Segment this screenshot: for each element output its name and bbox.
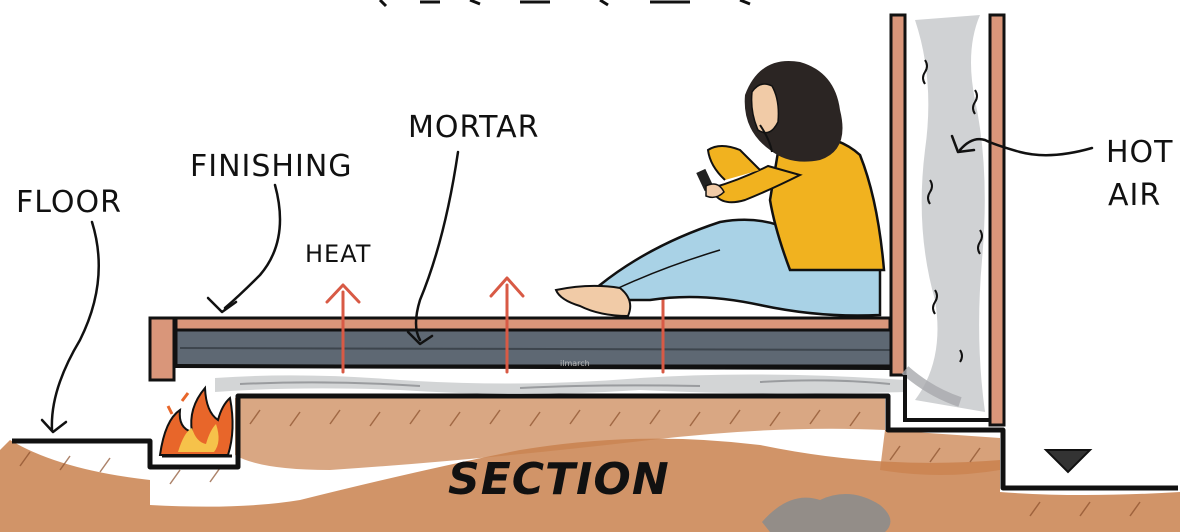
label-heat: HEAT (305, 240, 371, 268)
label-finishing: FINISHING (190, 149, 353, 184)
fire-icon (160, 388, 233, 456)
level-marker-icon (1046, 450, 1090, 472)
label-hot-air-line2: AIR (1108, 178, 1161, 213)
wall-chimney (891, 15, 1004, 425)
finishing-leader (225, 185, 280, 308)
label-mortar: MORTAR (408, 110, 540, 145)
mortar-leader (416, 152, 458, 340)
section-title: SECTION (448, 454, 670, 505)
floor-leader (52, 222, 99, 430)
finishing-layer (176, 318, 890, 330)
label-floor: FLOOR (16, 185, 122, 220)
finishing-arrow-icon (208, 298, 236, 312)
woman-figure (556, 61, 884, 316)
label-hot-air-line1: HOT (1106, 135, 1174, 170)
slab-end-support (150, 318, 174, 380)
watermark: ilmarch (560, 359, 590, 368)
cropped-title-remnant (380, 0, 750, 6)
smoke-channel (215, 374, 905, 394)
floor-arrow-icon (42, 420, 66, 432)
floor-slab (150, 318, 900, 380)
